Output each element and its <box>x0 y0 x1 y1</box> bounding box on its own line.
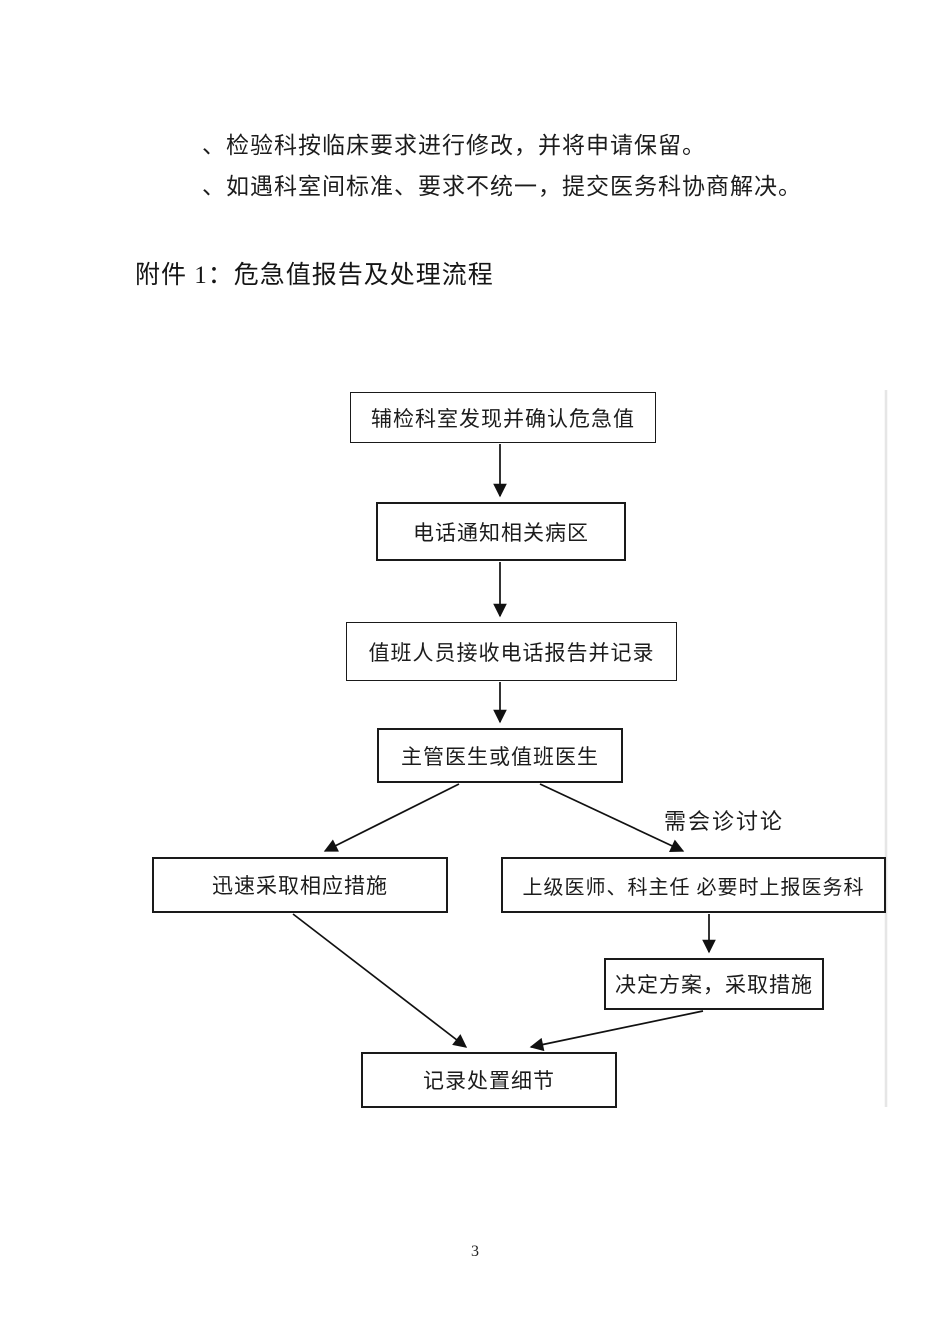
body-line-1: 、检验科按临床要求进行修改，并将申请保留。 <box>202 133 706 158</box>
flow-node-phone: 电话通知相关病区 <box>376 502 626 561</box>
flow-node-doctor: 主管医生或值班医生 <box>377 728 623 783</box>
attachment-heading: 附件 1：危急值报告及处理流程 <box>135 262 494 289</box>
flow-node-senior-label: 上级医师、科主任 必要时上报医务科 <box>522 876 865 899</box>
flow-node-detect-label: 辅检科室发现并确认危急值 <box>371 406 635 431</box>
flow-node-receive: 值班人员接收电话报告并记录 <box>346 622 677 681</box>
arrow-measures-to-record <box>292 913 468 1048</box>
flow-node-measures: 迅速采取相应措施 <box>152 857 448 913</box>
arrow-doctor-to-senior <box>539 783 685 852</box>
flow-node-record: 记录处置细节 <box>361 1052 617 1108</box>
page-number: 3 <box>471 1243 479 1260</box>
flow-node-senior: 上级医师、科主任 必要时上报医务科 <box>501 857 886 913</box>
flow-node-doctor-label: 主管医生或值班医生 <box>401 744 599 769</box>
body-line-2: 、如遇科室间标准、要求不统一，提交医务科协商解决。 <box>202 174 802 199</box>
flow-node-phone-label: 电话通知相关病区 <box>413 520 589 545</box>
flow-node-measures-label: 迅速采取相应措施 <box>212 874 388 898</box>
flow-node-detect: 辅检科室发现并确认危急值 <box>350 392 656 443</box>
flow-node-decide-label: 决定方案，采取措施 <box>615 973 813 997</box>
edge-label-consult: 需会诊讨论 <box>664 809 785 834</box>
arrow-doctor-to-measures <box>323 783 460 852</box>
flow-node-receive-label: 值班人员接收电话报告并记录 <box>368 640 655 665</box>
arrow-decide-to-record <box>529 1010 704 1052</box>
flow-node-decide: 决定方案，采取措施 <box>604 958 824 1010</box>
flow-node-record-label: 记录处置细节 <box>423 1069 555 1093</box>
